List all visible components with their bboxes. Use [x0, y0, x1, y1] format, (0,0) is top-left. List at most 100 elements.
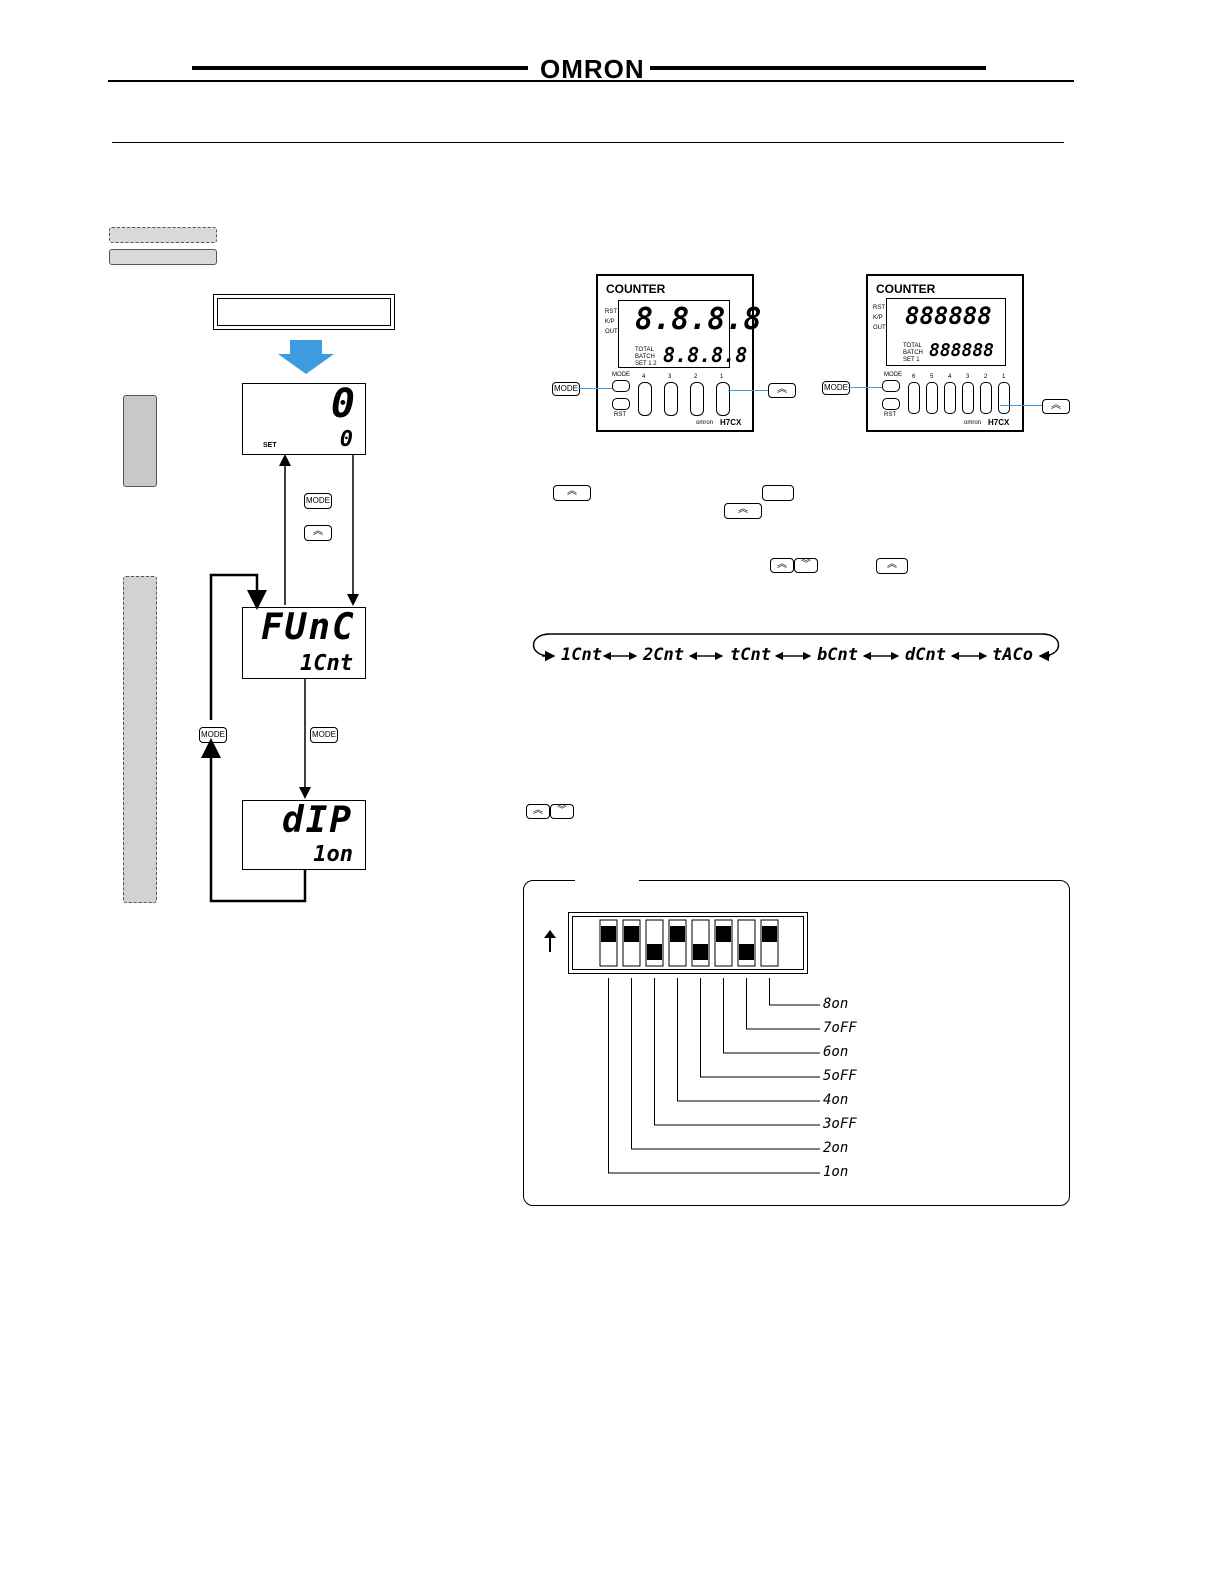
label-batch: BATCH	[903, 350, 923, 356]
digit-label-1: 1	[720, 374, 724, 380]
digit-key-6[interactable]	[908, 382, 920, 414]
seq-item-1: 1Cnt	[561, 645, 602, 665]
dip-label-5: 5oFF	[823, 1068, 857, 1084]
lcd-dip-display: dIP 1on	[242, 800, 366, 870]
callout-up-left: ︽	[768, 383, 796, 398]
mode-button[interactable]	[612, 380, 630, 392]
digit-label-1: 1	[1002, 374, 1006, 380]
unit-brand: omron	[696, 420, 714, 426]
dip-switch-knob-6	[716, 926, 731, 942]
lcd-func-top: FUnC	[261, 607, 356, 648]
inline-up-key-4: ︽	[876, 558, 908, 574]
power-on-box	[213, 294, 395, 330]
digit-key-2[interactable]	[690, 382, 704, 416]
dip-switch-knob-1	[601, 926, 616, 942]
unit-title: COUNTER	[606, 282, 666, 296]
dip-switch-knob-8	[762, 926, 777, 942]
unit-sub-digits: 8.8.8.8	[663, 343, 748, 367]
shift-button[interactable]	[882, 398, 900, 410]
dip-panel-title-gap	[575, 876, 639, 884]
legend-dashed-box	[109, 227, 217, 243]
dip-leader-6	[723, 978, 820, 1054]
dip-leader-lines	[608, 978, 820, 1174]
digit-label-4: 4	[642, 374, 646, 380]
double-chevron-up-icon: ︽	[738, 504, 748, 515]
digit-label-3: 3	[966, 374, 970, 380]
digit-key-3[interactable]	[664, 382, 678, 416]
dip-label-1: 1on	[823, 1164, 849, 1180]
digit-label-2: 2	[694, 374, 698, 380]
digit-key-5[interactable]	[926, 382, 938, 414]
up-arrow-icon	[544, 930, 556, 952]
callout-line-mode-left	[578, 388, 612, 389]
double-chevron-up-icon: ︽	[1051, 400, 1061, 411]
header-rule-right	[650, 66, 986, 70]
digit-key-4[interactable]	[944, 382, 956, 414]
mode-key-func-to-dip[interactable]: MODE	[310, 727, 338, 743]
digit-key-4[interactable]	[638, 382, 652, 416]
ind-rst: RST	[873, 305, 885, 311]
dip-switch-knob-7	[739, 944, 754, 960]
label-total: TOTAL	[635, 347, 654, 353]
dip-leader-2	[631, 978, 820, 1150]
label-batch: BATCH	[635, 354, 655, 360]
lcd-set-label: SET	[263, 442, 277, 449]
digit-key-3[interactable]	[962, 382, 974, 414]
double-chevron-up-icon: ︽	[313, 526, 323, 537]
double-chevron-up-icon: ︽	[777, 384, 787, 395]
label-mode: MODE	[612, 372, 630, 378]
dip-switch-knob-2	[624, 926, 639, 942]
unit-brand: omron	[964, 420, 982, 426]
seq-item-5: dCnt	[905, 645, 946, 665]
dip-leader-4	[677, 978, 820, 1102]
double-chevron-up-icon: ︽	[777, 559, 787, 570]
shift-button[interactable]	[612, 398, 630, 410]
inline-up-key-5: ︽	[526, 804, 550, 819]
ind-rst: RST	[605, 309, 617, 315]
inline-up-key-2: ︽	[724, 503, 762, 519]
unit-lcd: RST K/P OUT 8.8.8.8 TOTAL BATCH SET 1 2 …	[605, 300, 761, 368]
callout-mode-right: MODE	[822, 381, 850, 395]
seq-item-6: tACo	[992, 645, 1033, 665]
up-key[interactable]: ︽	[304, 525, 332, 541]
dip-leader-8	[769, 978, 820, 1006]
callout-line-mode-right	[848, 387, 882, 388]
dip-label-7: 7oFF	[823, 1020, 857, 1036]
digit-label-2: 2	[984, 374, 988, 380]
mode-bar-run	[123, 395, 157, 487]
label-set: SET 1	[903, 357, 920, 363]
header-underline	[108, 80, 1074, 82]
unit-main-digits: 8.8.8.8	[635, 302, 762, 337]
lcd-dip-bottom: 1on	[313, 842, 353, 867]
digit-key-2[interactable]	[980, 382, 992, 414]
inline-mode-key-blank	[762, 485, 794, 501]
flow-arrows	[201, 454, 359, 903]
lcd-func-display: FUnC 1Cnt	[242, 607, 366, 679]
inline-up-key-1: ︽	[553, 485, 591, 501]
seq-item-2: 2Cnt	[643, 645, 684, 665]
double-chevron-up-icon: ︽	[567, 486, 577, 497]
mode-bar-function	[123, 576, 157, 903]
digit-label-3: 3	[668, 374, 672, 380]
mode-key[interactable]: MODE	[304, 493, 332, 509]
digit-key-1[interactable]	[998, 382, 1010, 414]
ind-out: OUT	[605, 329, 618, 335]
callout-line-up-right	[1000, 405, 1042, 406]
lcd-run-bottom: 0	[339, 427, 353, 452]
double-chevron-up-icon: ︽	[533, 805, 543, 816]
dip-label-6: 6on	[823, 1044, 849, 1060]
digit-keys: 6 5 4 3 2 1	[908, 374, 1018, 414]
dip-switches	[599, 919, 779, 967]
dip-leader-7	[746, 978, 820, 1030]
unit-sub-digits: 888888	[929, 340, 995, 361]
callout-line-up-left	[728, 390, 768, 391]
digit-key-1[interactable]	[716, 382, 730, 416]
section-rule	[112, 142, 1064, 143]
seq-item-4: bCnt	[817, 645, 858, 665]
mode-button[interactable]	[882, 380, 900, 392]
dip-leader-3	[654, 978, 820, 1126]
lcd-run-display: 0 SET 0	[242, 383, 366, 455]
lcd-dip-top: dIP	[281, 800, 353, 841]
dip-label-3: 3oFF	[823, 1116, 857, 1132]
counter-unit-6digit: COUNTER RST K/P OUT 888888 TOTAL BATCH S…	[866, 274, 1024, 432]
